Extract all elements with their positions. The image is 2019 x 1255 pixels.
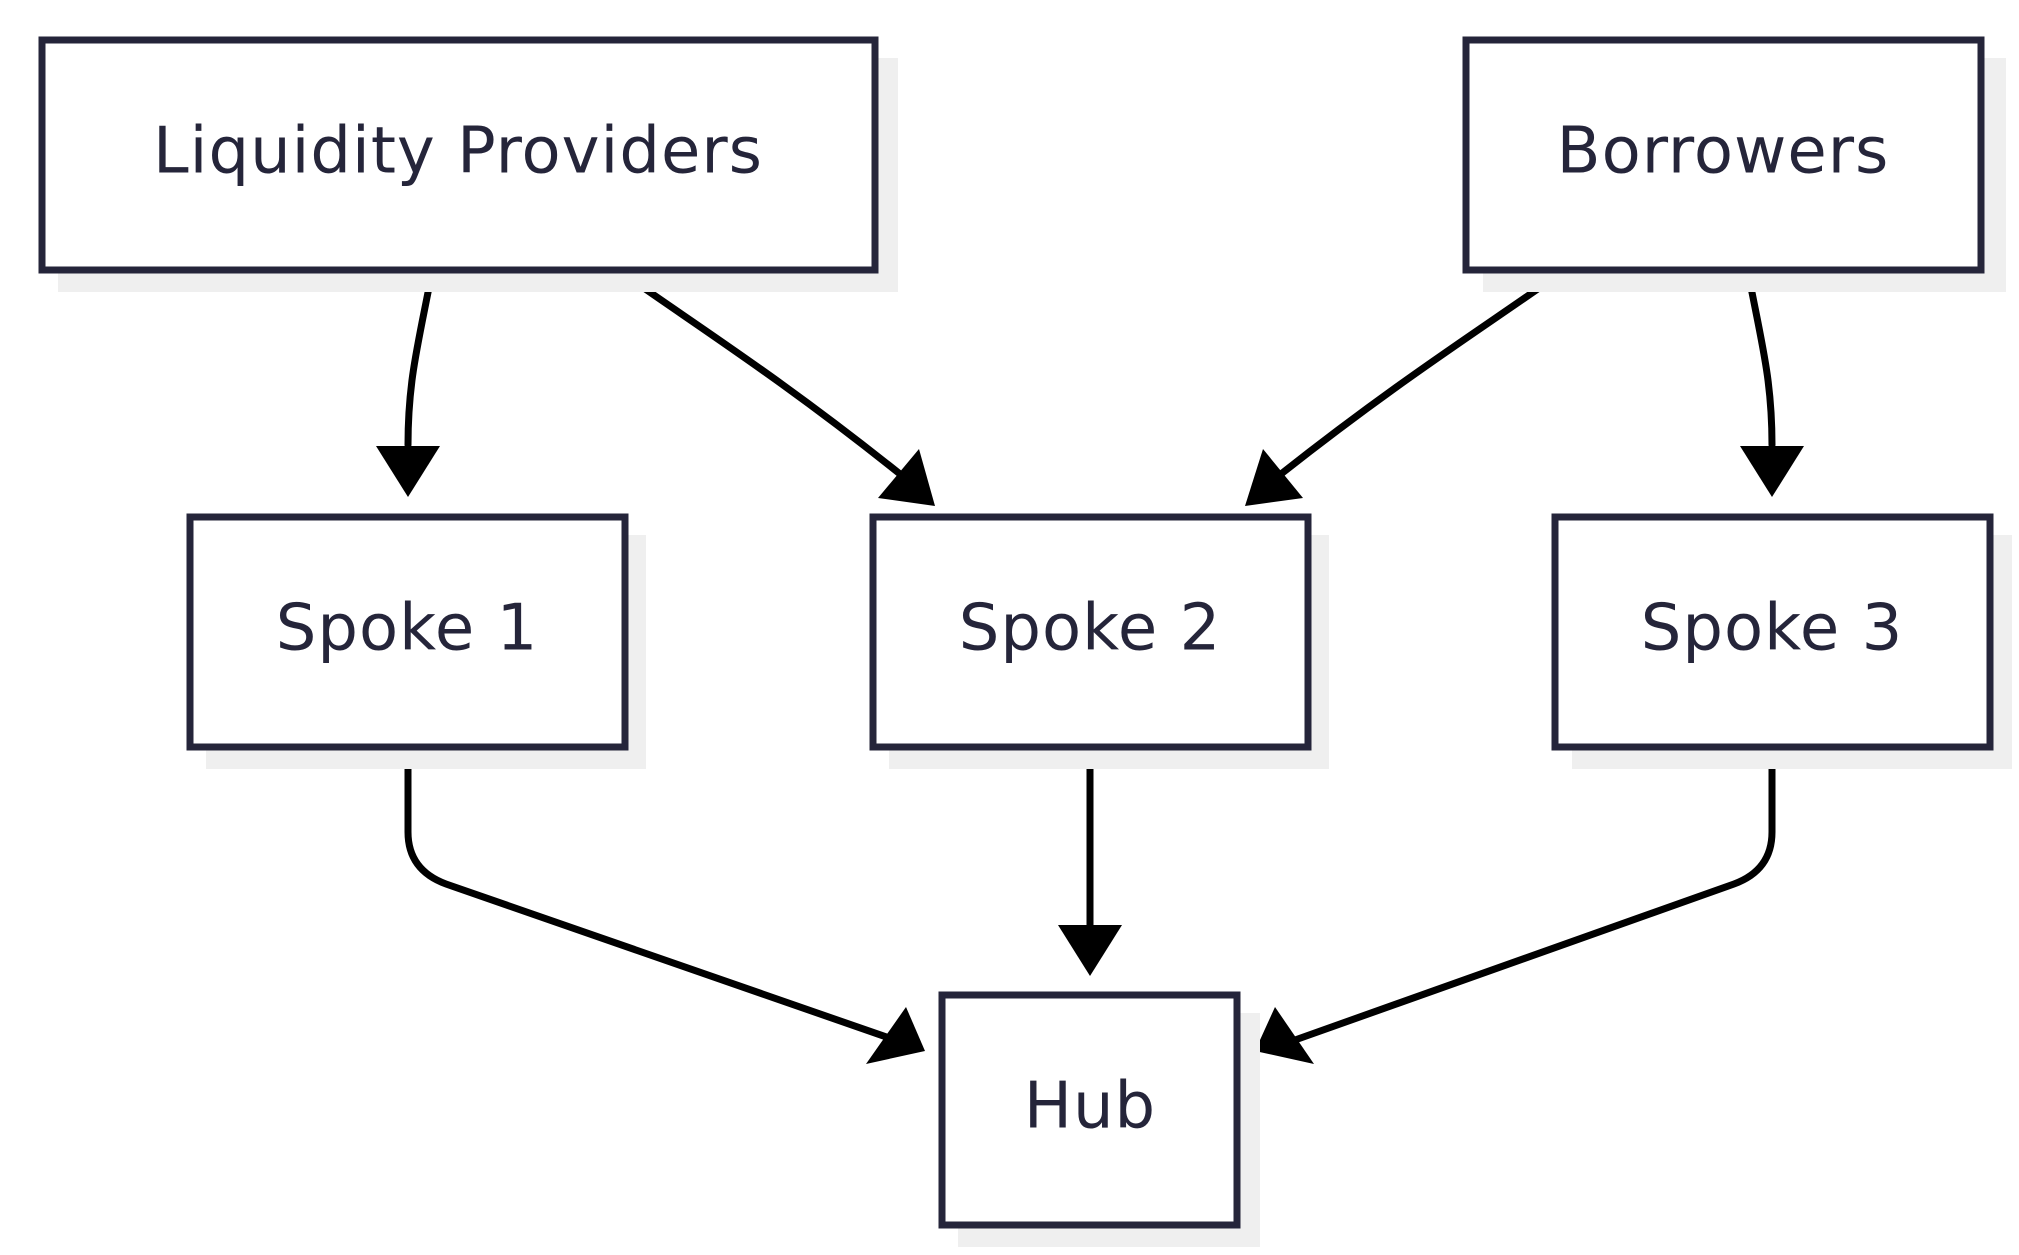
node-label-spoke-3: Spoke 3 bbox=[1641, 592, 1904, 666]
edge-spoke3-to-hub bbox=[1255, 746, 1776, 1064]
edge-spoke2-to-hub bbox=[1058, 746, 1122, 976]
edge-spoke1-to-hub bbox=[404, 746, 925, 1064]
node-label-hub: Hub bbox=[1024, 1070, 1156, 1144]
node-label-liquidity-providers: Liquidity Providers bbox=[153, 115, 763, 189]
node-label-borrowers: Borrowers bbox=[1557, 115, 1890, 189]
node-liquidity-providers: Liquidity Providers bbox=[38, 36, 898, 292]
node-borrowers: Borrowers bbox=[1462, 36, 2006, 292]
edge-lp-to-spoke1 bbox=[376, 268, 440, 497]
node-label-spoke-2: Spoke 2 bbox=[959, 592, 1222, 666]
edge-borrowers-to-spoke3 bbox=[1740, 268, 1804, 497]
edge-borrowers-to-spoke2 bbox=[1245, 268, 1566, 506]
edge-lp-to-spoke2 bbox=[614, 266, 935, 506]
node-label-spoke-1: Spoke 1 bbox=[276, 592, 539, 666]
node-spoke-2: Spoke 2 bbox=[869, 513, 1329, 769]
node-spoke-3: Spoke 3 bbox=[1551, 513, 2012, 769]
node-spoke-1: Spoke 1 bbox=[186, 513, 646, 769]
node-hub: Hub bbox=[938, 991, 1260, 1247]
